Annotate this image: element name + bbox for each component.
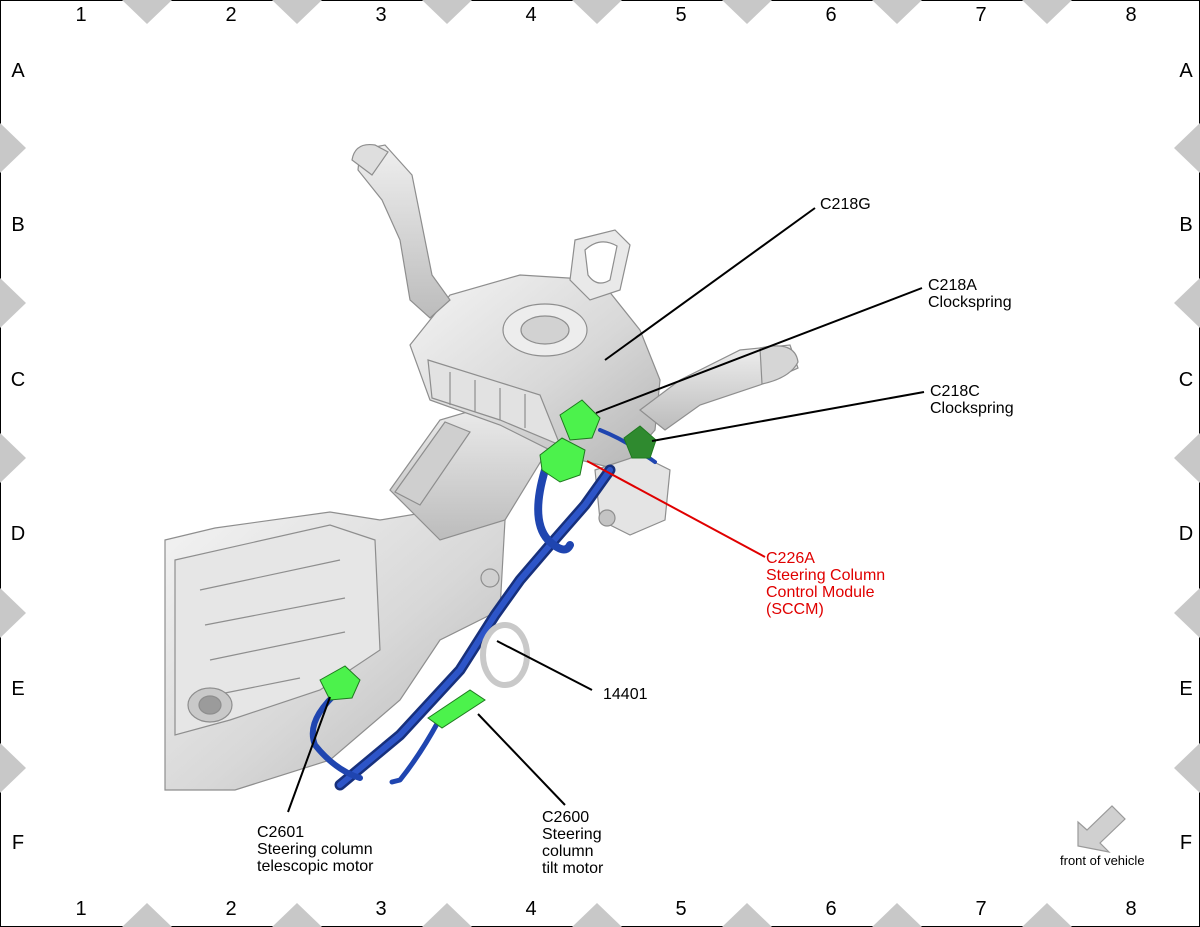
right-stalk-knob [759, 345, 799, 385]
callout-c2600-line-2: Steering [542, 826, 602, 843]
grid-row-b-left: B [11, 214, 25, 236]
callout-c2601-line-2: Steering column [257, 841, 373, 858]
connector-c2601 [319, 665, 361, 701]
callout-c226a-line-4: (SCCM) [766, 601, 824, 618]
grid-col-4-bottom: 4 [525, 898, 537, 920]
column-tube-shade [394, 421, 471, 506]
switch-housing-face [427, 359, 562, 447]
grid-col-8-top: 8 [1125, 4, 1137, 26]
clockspring-ring-inner [520, 315, 570, 345]
callout-14401-line-1: 14401 [603, 686, 648, 703]
left-stalk [357, 144, 451, 319]
harness-main-core [337, 467, 613, 788]
grid-col-6-top: 6 [825, 4, 837, 26]
callout-c218c: C218C Clockspring [930, 383, 1014, 417]
sccm-bolt [598, 509, 616, 527]
leader-c218c [651, 391, 925, 442]
leader-c226a [586, 460, 766, 558]
grid-row-d-left: D [10, 523, 26, 545]
callout-c218g: C218G [820, 196, 871, 213]
callout-c218a: C218A Clockspring [928, 277, 1012, 311]
connector-c218a [559, 399, 601, 441]
harness-branch-c2600 [389, 719, 441, 785]
connector-c2600 [427, 689, 486, 729]
leader-c218a [595, 287, 923, 414]
callout-c226a-line-1: C226A [766, 550, 815, 567]
grid-col-5-top: 5 [675, 4, 687, 26]
callout-c226a-line-3: Control Module [766, 584, 875, 601]
front-of-vehicle-arrow-icon [1077, 805, 1126, 853]
grid-row-e-left: E [11, 678, 25, 700]
grid-row-a-right: A [1179, 60, 1193, 82]
grid-row-d-right: D [1178, 523, 1194, 545]
bracket-bolt [480, 568, 500, 588]
bracket-hole-inner [198, 695, 222, 715]
leader-lines [287, 207, 925, 813]
callout-14401: 14401 [603, 686, 648, 703]
grid-row-f-right: F [1179, 832, 1193, 854]
grid-col-1-bottom: 1 [75, 898, 87, 920]
callout-c218c-line-2: Clockspring [930, 400, 1014, 417]
grid-row-a-left: A [11, 60, 25, 82]
callout-c2601: C2601 Steering column telescopic motor [257, 824, 374, 875]
grid-col-2-bottom: 2 [225, 898, 237, 920]
harness-loop [534, 466, 574, 554]
grid-col-7-top: 7 [975, 4, 987, 26]
grid-col-5-bottom: 5 [675, 898, 687, 920]
callout-c2600-line-1: C2600 [542, 809, 590, 826]
callout-c218a-line-2: Clockspring [928, 294, 1012, 311]
grid-col-6-bottom: 6 [825, 898, 837, 920]
left-stalk-tip [351, 143, 389, 176]
grid-row-c-right: C [1178, 369, 1194, 391]
leader-14401 [496, 640, 593, 691]
grid-col-3-top: 3 [375, 4, 387, 26]
connector-c218c [623, 425, 657, 459]
callout-c2600-line-3: column [542, 843, 594, 860]
harness-ring [480, 622, 530, 688]
wiring-harness-14401 [309, 428, 657, 791]
leader-c218g [604, 207, 816, 361]
switch-housing-ribs [449, 372, 526, 428]
grid-col-3-bottom: 3 [375, 898, 387, 920]
callout-c2601-line-3: telescopic motor [257, 858, 374, 875]
steering-column-illustration [164, 143, 799, 791]
leader-c2600 [477, 713, 566, 806]
grid-row-f-left: F [11, 832, 25, 854]
grid-row-e-right: E [1179, 678, 1193, 700]
grid-col-2-top: 2 [225, 4, 237, 26]
leader-c2601 [287, 696, 331, 813]
harness-branch-c2601 [309, 687, 363, 781]
grid-row-c-left: C [10, 369, 26, 391]
callout-c2601-line-1: C2601 [257, 824, 305, 841]
front-of-vehicle-label: front of vehicle [1060, 853, 1145, 868]
callout-c226a-sccm: C226A Steering Column Control Module (SC… [766, 550, 885, 618]
connectors [319, 399, 657, 729]
grid-col-1-top: 1 [75, 4, 87, 26]
grid-col-7-bottom: 7 [975, 898, 987, 920]
grid-row-b-right: B [1179, 214, 1193, 236]
callout-c2600-line-4: tilt motor [542, 860, 604, 877]
callout-c218g-line-1: C218G [820, 196, 871, 213]
callout-c218c-line-1: C218C [930, 383, 980, 400]
grid-col-4-top: 4 [525, 4, 537, 26]
column-bracket-rib [199, 559, 346, 696]
grid-col-8-bottom: 8 [1125, 898, 1137, 920]
callout-c218a-line-1: C218A [928, 277, 977, 294]
callout-c2600: C2600 Steering column tilt motor [542, 809, 603, 877]
callout-c226a-line-2: Steering Column [766, 567, 886, 584]
connector-c226a [539, 437, 586, 483]
top-bracket-loop [584, 241, 618, 284]
right-stalk [639, 344, 799, 431]
